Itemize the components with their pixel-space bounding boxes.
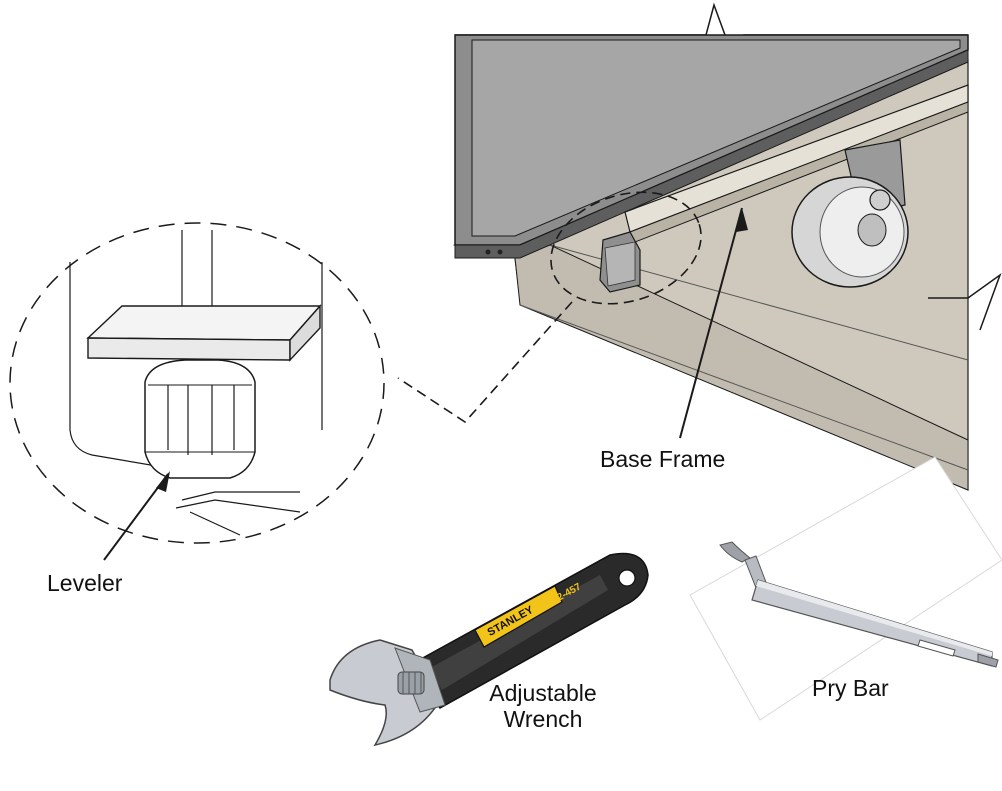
leveler-label: Leveler xyxy=(47,570,123,596)
base-frame-leader xyxy=(679,207,748,439)
wrench-label-line1: Adjustable xyxy=(489,680,597,706)
pry-bar-label: Pry Bar xyxy=(812,675,889,701)
leveler-foot xyxy=(599,231,641,293)
adjustable-wrench-label: Adjustable Wrench xyxy=(470,680,616,733)
wrench-label-line2: Wrench xyxy=(503,706,583,733)
pry-bar-image xyxy=(689,456,1002,721)
caster-wheel xyxy=(791,139,909,288)
leveler-leader xyxy=(103,471,170,561)
leveler-detail-view xyxy=(9,222,385,544)
base-frame-label: Base Frame xyxy=(600,446,726,472)
cabinet-cutaway xyxy=(397,2,1002,491)
